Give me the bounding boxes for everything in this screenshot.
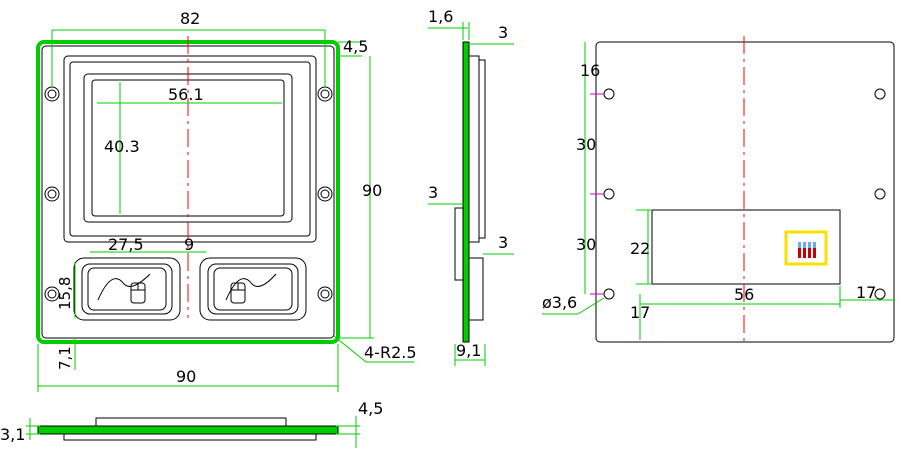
mouse-button-right: [199, 257, 307, 321]
dim-hole-spacing-1: 30: [576, 135, 596, 154]
mouse-button-icon-right: [225, 273, 277, 304]
screen-bezel: [63, 55, 317, 243]
dim-bottom-margin: 7,1: [56, 346, 74, 370]
side-pcb: [462, 41, 470, 343]
dim-hole-spacing-2: 30: [576, 235, 596, 254]
dim-button-height: 15,8: [56, 277, 74, 310]
dim-screen-height: 40.3: [104, 137, 140, 156]
side-connector: [454, 207, 464, 281]
hole-markers: [590, 93, 604, 295]
rear-dimensions: [542, 42, 894, 340]
rear-view: 16 30 30 22 ø3,6 56 17 17: [542, 36, 895, 346]
bottom-view: 3,1 4,5: [0, 399, 383, 448]
side-view: 1,6 3 3 3 9,1: [428, 7, 514, 366]
dim-bottom-right: 4,5: [358, 399, 383, 418]
side-touchpad: [468, 55, 480, 243]
dim-corner-offset: 4,5: [343, 37, 368, 56]
dim-hole-top: 16: [580, 61, 600, 80]
dim-screen-width: 56.1: [168, 85, 204, 104]
connector-icon: [784, 230, 828, 266]
bottom-screen-edge: [95, 417, 287, 427]
front-dimensions: [37, 29, 414, 392]
dim-bottom-thickness: 3,1: [0, 425, 25, 444]
rear-plate: [595, 41, 895, 343]
dim-pcb-height: 22: [630, 239, 650, 258]
dim-hole-diameter: ø3,6: [542, 293, 577, 312]
screen-bezel-inner: [69, 61, 311, 237]
rear-pcb: [651, 209, 841, 285]
dim-side-gap-b: 3: [498, 233, 508, 252]
mouse-button-left: [73, 257, 181, 321]
dim-front-width: 82: [180, 9, 200, 28]
bottom-back-edge: [63, 433, 317, 441]
front-mounting-holes: [44, 86, 333, 302]
side-buttons: [468, 257, 484, 321]
bottom-pcb: [37, 425, 339, 435]
dim-button-width: 27,5: [108, 235, 144, 254]
dim-corner-radius: 4-R2.5: [364, 343, 417, 362]
front-view: 82 4,5 56.1 40.3 90 27,5 9 15,8 7,1 4-R2…: [36, 9, 417, 392]
dim-front-height: 90: [362, 181, 382, 200]
dim-bottom-offset: 17: [630, 303, 650, 322]
dim-right-offset: 17: [856, 283, 876, 302]
side-touchpad-back: [478, 59, 486, 239]
dim-overall-width: 90: [176, 367, 196, 386]
dim-side-gap-a: 3: [428, 183, 438, 202]
dim-pcb-thickness: 1,6: [428, 7, 453, 26]
dim-side-top: 3: [498, 23, 508, 42]
dim-button-gap: 9: [184, 235, 194, 254]
dim-side-depth: 9,1: [456, 341, 481, 360]
dim-pcb-width: 56: [734, 285, 754, 304]
mouse-button-icon-left: [97, 273, 151, 304]
